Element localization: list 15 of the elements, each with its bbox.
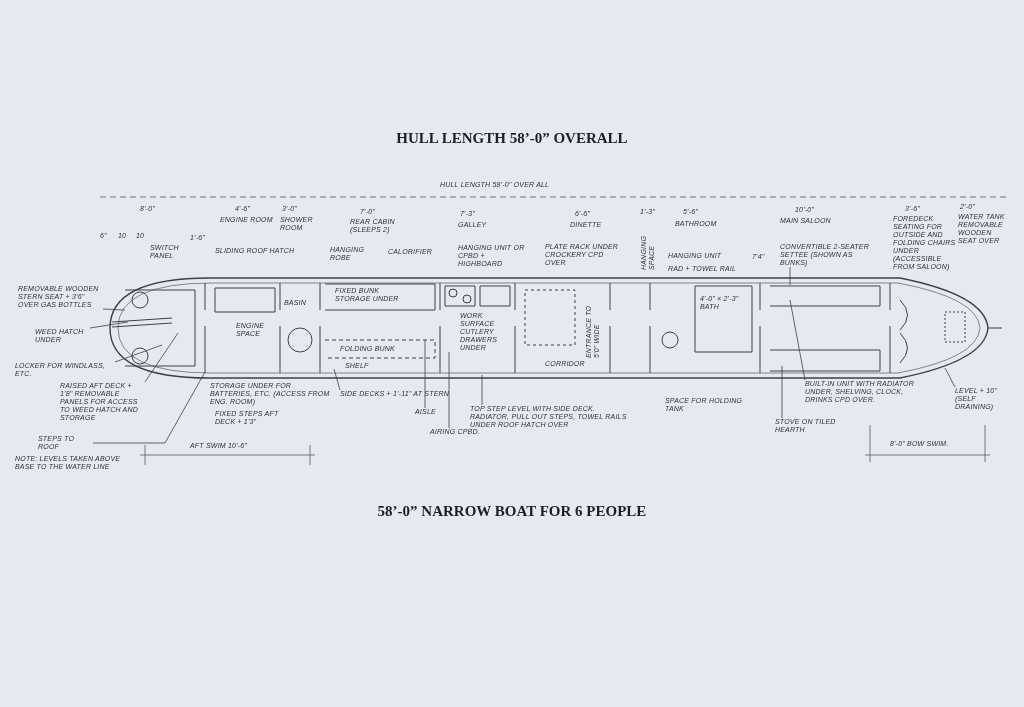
- leader-line: [144, 332, 179, 383]
- leader-line: [424, 339, 426, 409]
- leader-line: [789, 266, 791, 286]
- page-title: HULL LENGTH 58’-0” OVERALL: [395, 130, 629, 147]
- leader-line: [333, 368, 341, 391]
- leader-line: [92, 371, 206, 444]
- leader-line: [944, 367, 956, 388]
- leader-line: [89, 321, 129, 329]
- leader-line: [102, 308, 126, 311]
- leader-line: [448, 351, 450, 429]
- leader-line: [781, 365, 783, 419]
- leader-line: [481, 374, 483, 406]
- leader-line: [114, 344, 163, 363]
- leader-line: [789, 299, 806, 381]
- page-caption: 58’-0” NARROW BOAT FOR 6 PEOPLE: [376, 503, 648, 520]
